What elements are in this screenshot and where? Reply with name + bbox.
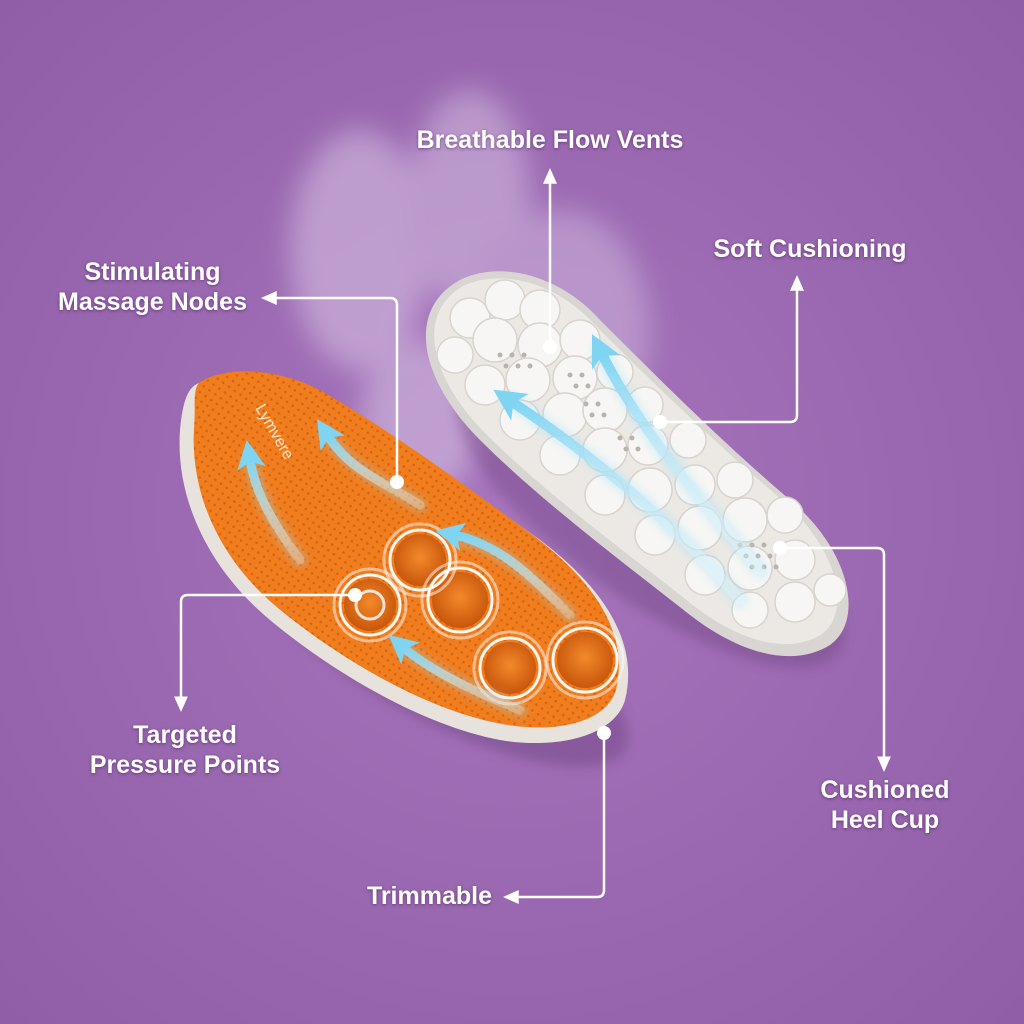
label-text-line-1: Cushioned [820,776,950,804]
label-stimulating-massage-nodes: Stimulating Massage Nodes [40,257,265,317]
label-targeted-pressure-points: Targeted Pressure Points [70,720,300,780]
callout-heel [780,546,891,772]
label-text: Soft Cushioning [713,235,907,263]
label-text-line-2: Heel Cup [830,806,940,834]
orange-insole: Lymvere [179,371,629,744]
callout-pressure [174,593,355,712]
callout-trimmable [503,735,606,904]
label-soft-cushioning: Soft Cushioning [690,234,930,264]
label-text: Breathable Flow Vents [416,126,684,154]
callout-lines [174,168,891,904]
pressure-rings [332,522,625,706]
label-cushioned-heel-cup: Cushioned Heel Cup [800,775,970,835]
label-text: Trimmable [366,882,492,910]
label-trimmable: Trimmable [340,881,492,911]
label-text-line-2: Pressure Points [89,751,281,779]
callout-massage [261,291,399,480]
callout-dots [348,340,787,740]
label-text-line-1: Targeted [133,721,237,749]
label-breathable-flow-vents: Breathable Flow Vents [380,125,720,155]
airflow-arrows-right [493,333,768,608]
label-text-line-2: Massage Nodes [58,288,247,316]
label-text-line-1: Stimulating [84,258,221,286]
airflow-arrows-left [237,419,577,717]
callout-soft [660,275,804,424]
